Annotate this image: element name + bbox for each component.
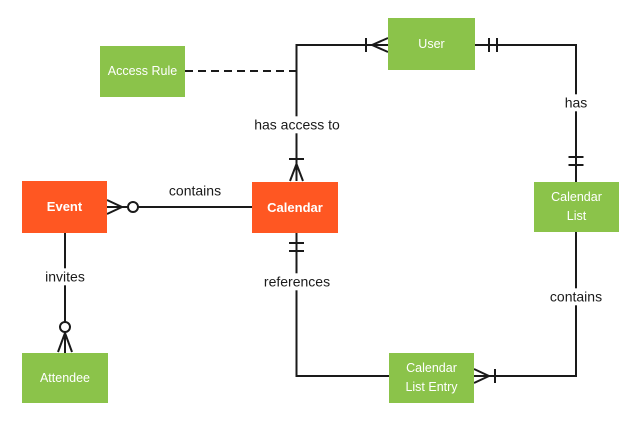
entity-event-label: Event (46, 199, 83, 215)
connector-user-calendar-list (475, 38, 584, 182)
entity-access-rule-label: Access Rule (107, 64, 178, 79)
relationship-label-contains-list-entry: contains (544, 288, 608, 306)
relationship-label-contains-event-calendar: contains (163, 182, 227, 200)
connector-list-entry (473, 232, 577, 384)
connector-calendar-user (289, 37, 389, 182)
entity-calendar-list-entry: Calendar List Entry (389, 353, 474, 403)
zero-ring-attendee (59, 321, 71, 333)
entity-attendee-label: Attendee (39, 370, 91, 385)
crows-foot-entry (473, 368, 490, 377)
entity-calendar-list-entry-label: Calendar List Entry (405, 361, 458, 394)
entity-calendar-list: Calendar List (534, 182, 619, 232)
crows-foot-calendar-top (289, 163, 298, 182)
crows-foot-user (371, 37, 389, 46)
entity-access-rule: Access Rule (100, 46, 185, 97)
crows-foot-attendee (57, 332, 66, 353)
entity-attendee: Attendee (22, 353, 108, 403)
relationship-label-references: references (258, 273, 336, 291)
relationship-label-has: has (559, 94, 593, 112)
entity-calendar-label: Calendar (267, 199, 323, 215)
connector-calendar-entry (289, 233, 389, 377)
relationship-label-invites: invites (40, 268, 90, 286)
entity-event: Event (22, 181, 107, 233)
connector-event-calendar (106, 199, 252, 215)
entity-user: User (388, 18, 475, 70)
zero-ring-event (127, 201, 139, 213)
entity-calendar: Calendar (252, 182, 338, 233)
entity-user-label: User (418, 36, 445, 51)
entity-calendar-list-label: Calendar List (551, 190, 602, 223)
connector-event-attendee (57, 233, 73, 353)
crows-foot-event (106, 199, 123, 208)
relationship-label-has-access-to: has access to (249, 116, 345, 134)
